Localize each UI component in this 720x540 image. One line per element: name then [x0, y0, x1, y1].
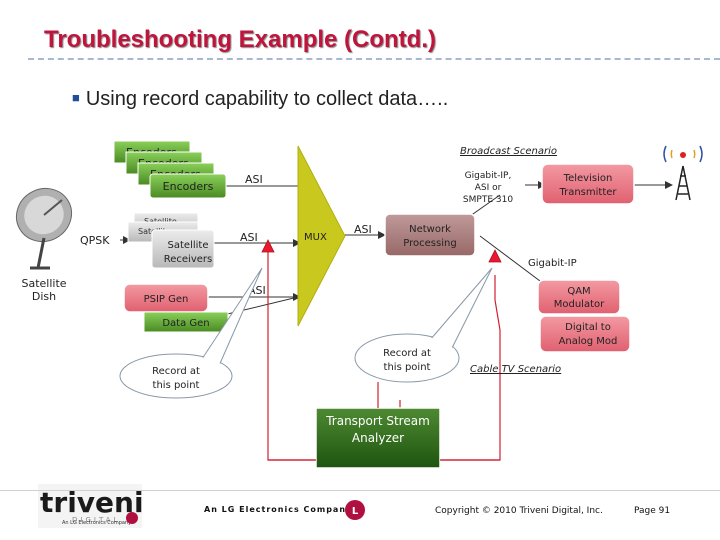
record-arrows: [261, 239, 502, 263]
mux-block: [297, 145, 346, 327]
record-left-line2: this point: [153, 380, 200, 391]
broadcast-scenario-label: Broadcast Scenario: [460, 146, 557, 157]
bullet-square-icon: ■: [72, 90, 80, 105]
data-gen-label: Data Gen: [162, 318, 209, 329]
record-callout-left: Record at this point: [119, 267, 263, 399]
encoders-stack: Encoders Encoders Encoders Encoders: [113, 140, 227, 199]
satellite-dish-label-line1: Satellite: [21, 277, 66, 290]
asi-label-4: ASI: [354, 223, 372, 236]
satellite-receivers-stack: Satellite Satellite Satellite Receivers: [127, 212, 215, 269]
satellite-receivers-line2: Receivers: [164, 254, 212, 265]
logo-sub: DIGITAL: [72, 516, 120, 524]
satellite-receivers-line1: Satellite: [168, 240, 209, 251]
record-center-line2: this point: [384, 362, 431, 373]
asi-label-1: ASI: [245, 173, 263, 186]
cable-tv-scenario-label: Cable TV Scenario: [470, 364, 561, 375]
analyzer-line2: Analyzer: [352, 431, 404, 445]
qpsk-label: QPSK: [80, 234, 110, 247]
network-processing-line1: Network: [409, 224, 451, 235]
digital-analog-line1: Digital to: [565, 322, 611, 333]
company-line: An LG Electronics Company: [204, 505, 352, 514]
tv-transmitter-box: [541, 163, 635, 205]
qam-line2: Modulator: [554, 299, 605, 310]
title-divider: [28, 58, 720, 60]
svg-text:L: L: [352, 506, 359, 517]
satellite-dish-icon: [15, 187, 73, 270]
broadcast-tower-icon: [663, 145, 703, 201]
transport-stream-analyzer-box: [315, 407, 441, 469]
bullet-text: Using record capability to collect data……: [85, 88, 449, 110]
lg-logo-icon: L: [345, 500, 365, 520]
record-callout-center: Record at this point: [354, 267, 493, 383]
tv-transmitter-line1: Television: [563, 173, 613, 184]
qam-line1: QAM: [567, 286, 590, 297]
analyzer-line1: Transport Stream: [325, 414, 430, 428]
digital-analog-box: [539, 315, 631, 353]
record-center-line1: Record at: [383, 348, 431, 359]
mux-label: MUX: [304, 232, 327, 243]
gigabit-asi-line1: Gigabit-IP,: [465, 171, 512, 181]
qam-modulator-box: [537, 279, 621, 315]
gigabit-ip-label: Gigabit-IP: [528, 258, 577, 269]
network-processing-line2: Processing: [403, 238, 456, 249]
gigabit-asi-line3: SMPTE 310: [463, 195, 513, 205]
satellite-dish-label-line2: Dish: [32, 290, 56, 303]
slide-title: Troubleshooting Example (Contd.): [44, 26, 436, 53]
digital-analog-line2: Analog Mod: [559, 336, 618, 347]
network-processing-box: [384, 213, 476, 257]
bullet-point: ■ Using record capability to collect data…: [72, 88, 448, 111]
logo-name: triveni: [40, 486, 144, 519]
asi-label-2: ASI: [240, 231, 258, 244]
footer-divider: [0, 490, 720, 491]
page-number: Page 91: [634, 506, 670, 516]
gigabit-asi-line2: ASI or: [475, 183, 502, 193]
logo-tagline: An LG Electronics Company: [62, 520, 131, 526]
psip-gen-label: PSIP Gen: [144, 294, 189, 305]
encoders-label-4: Encoders: [163, 180, 214, 193]
copyright-text: Copyright © 2010 Triveni Digital, Inc.: [435, 506, 603, 516]
tv-transmitter-line2: Transmitter: [558, 187, 617, 198]
triveni-logo-icon: triveni DIGITAL An LG Electronics Compan…: [38, 484, 144, 528]
record-left-line1: Record at: [152, 366, 200, 377]
